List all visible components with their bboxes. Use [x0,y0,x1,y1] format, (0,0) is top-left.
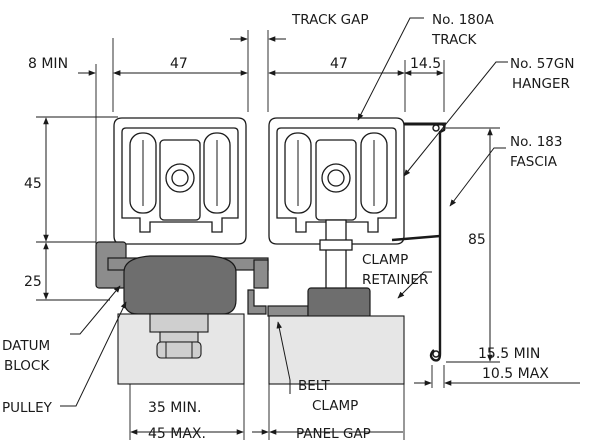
dim-10-5-max: 10.5 MAX [482,366,549,382]
panel-gap-label: PANEL GAP [296,426,371,442]
clamp-label: CLAMP [362,252,408,268]
dimension-values: 8 MIN 47 47 14.5 45 25 85 15.5 MIN 10.5 … [24,56,549,442]
block-label: BLOCK [4,358,50,374]
fascia-number-label: No. 183 [510,134,562,150]
labels: TRACK GAP No. 180A TRACK No. 57GN HANGER… [2,12,574,442]
dim-14-5: 14.5 [410,56,441,72]
fascia-profile [391,122,446,362]
dim-left-47: 47 [170,56,188,72]
track-gap-label: TRACK GAP [291,12,369,28]
belt-label: BELT [298,378,330,394]
pulley-assembly [95,241,269,315]
dim-25: 25 [24,274,42,290]
track-label: TRACK [431,32,478,48]
hanger-label: HANGER [512,76,570,92]
hanger-number-label: No. 57GN [510,56,574,72]
dim-right-47: 47 [330,56,348,72]
pulley-label: PULLEY [2,400,53,416]
dim-45: 45 [24,176,42,192]
dim-45-max: 45 MAX. [148,426,206,442]
retainer-label: RETAINER [362,272,428,288]
right-track [268,117,405,293]
dim-35-min: 35 MIN. [148,400,201,416]
fascia-label: FASCIA [510,154,558,170]
dim-85: 85 [468,232,486,248]
dim-8-min: 8 MIN [28,56,68,72]
extension-lines [36,30,500,440]
datum-label: DATUM [2,338,50,354]
dim-15-5-min: 15.5 MIN [478,346,540,362]
belt-clamp-label: CLAMP [312,398,358,414]
left-track [113,117,247,245]
leader-lines [60,17,508,407]
door-panels [117,313,405,385]
track-number-label: No. 180A [432,12,494,28]
